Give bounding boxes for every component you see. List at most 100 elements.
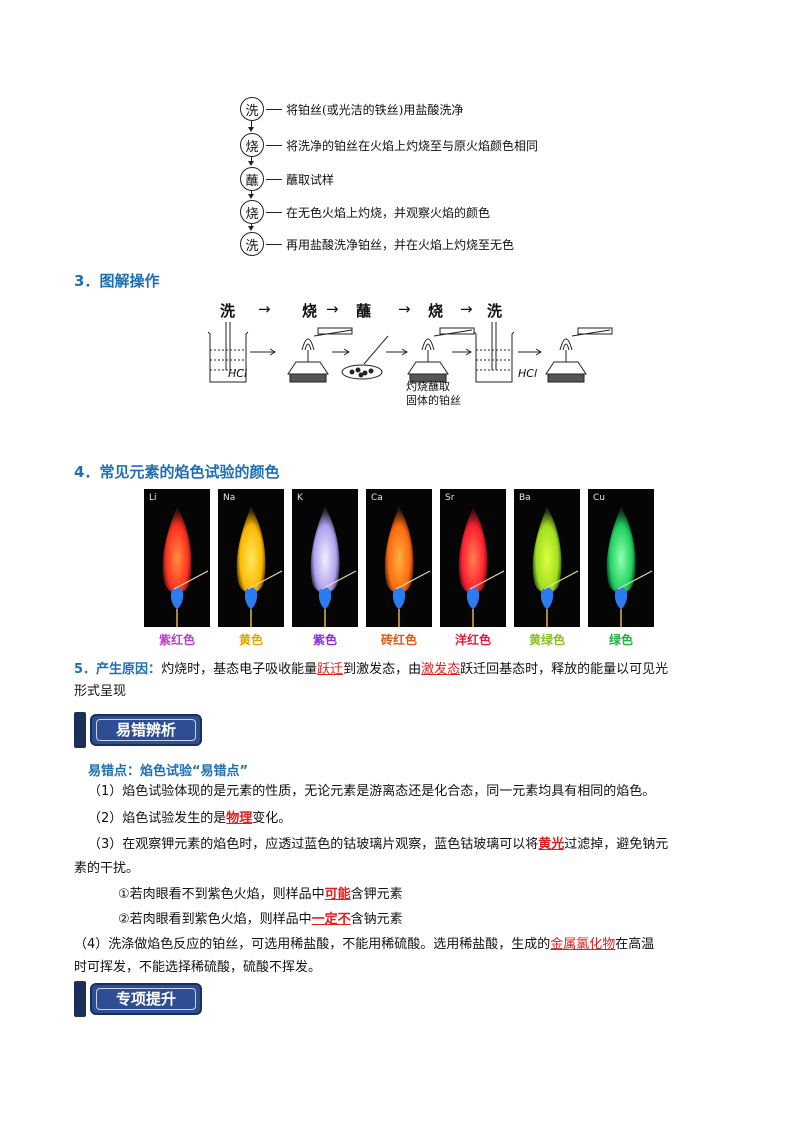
handwritten-note: 灼烧蘸取 固体的铂丝 bbox=[406, 380, 461, 408]
seq-step: 烧 bbox=[428, 302, 444, 320]
element-symbol: Ba bbox=[519, 493, 531, 503]
error-point-3: （3）在观察钾元素的焰色时，应透过蓝色的钴玻璃片观察，蓝色钴玻璃可以将黄光过滤掉… bbox=[88, 834, 738, 856]
text: （4）洗涤做焰色反应的铂丝，可选用稀盐酸，不能用稀硫酸。选用稀盐酸，生成的 bbox=[74, 937, 551, 952]
element-symbol: Na bbox=[223, 493, 236, 503]
flame-panel-cu: Cu bbox=[588, 489, 654, 627]
section-heading-4: 4．常见元素的焰色试验的颜色 bbox=[74, 461, 279, 482]
flame-color-label: 砖红色 bbox=[380, 633, 417, 647]
flame-panel-ba: Ba bbox=[514, 489, 580, 627]
error-points-subtitle: 易错点：焰色试验“易错点” bbox=[88, 764, 249, 779]
step-text: 在无色火焰上灼烧，并观察火焰的颜色 bbox=[286, 205, 491, 220]
flame-color-label: 紫色 bbox=[312, 633, 337, 647]
section-title: 常见元素的焰色试验的颜色 bbox=[99, 463, 280, 481]
down-arrow bbox=[248, 191, 254, 199]
note-line: 固体的铂丝 bbox=[406, 394, 461, 407]
text: 到激发态，由 bbox=[343, 662, 422, 677]
error-point-3-cont: 素的干扰。 bbox=[74, 861, 140, 876]
step-circle: 洗 bbox=[240, 97, 264, 121]
text: （3）在观察钾元素的焰色时，应透过蓝色的钴玻璃片观察，蓝色钴玻璃可以将 bbox=[88, 837, 539, 852]
error-point-3-ii: ②若肉眼看到紫色火焰，则样品中一定不含钠元素 bbox=[118, 909, 718, 931]
highlight: 跃迁 bbox=[317, 662, 344, 677]
flame-panel-na: Na bbox=[218, 489, 284, 627]
text: （2）焰色试验发生的是 bbox=[88, 811, 227, 826]
text: ②若肉眼看到紫色火焰，则样品中 bbox=[118, 912, 312, 927]
error-point-4: （4）洗涤做焰色反应的铂丝，可选用稀盐酸，不能用稀硫酸。选用稀盐酸，生成的金属氯… bbox=[74, 934, 734, 956]
text: 变化。 bbox=[252, 811, 292, 826]
error-point-4-cont: 时可挥发，不能选择稀硫酸，硫酸不挥发。 bbox=[74, 960, 322, 975]
text: ①若肉眼看不到紫色火焰，则样品中 bbox=[118, 887, 325, 902]
burner-icon bbox=[407, 327, 475, 383]
banner-post bbox=[74, 981, 86, 1017]
section-number: 5． bbox=[74, 662, 97, 677]
seq-arrow: → bbox=[326, 300, 339, 318]
error-point-3-i: ①若肉眼看不到紫色火焰，则样品中可能含钾元素 bbox=[118, 884, 718, 906]
seq-step: 洗 bbox=[487, 302, 503, 320]
step-circle: 蘸 bbox=[240, 167, 264, 191]
step-circle: 烧 bbox=[240, 200, 264, 224]
highlight: 黄光 bbox=[538, 837, 565, 852]
flame-image bbox=[458, 507, 505, 627]
section-title: 产生原因： bbox=[96, 662, 162, 677]
step-text: 蘸取试样 bbox=[286, 172, 335, 187]
banner-plate: 专项提升 bbox=[90, 983, 202, 1015]
connector-line bbox=[266, 211, 282, 213]
element-symbol: Sr bbox=[445, 493, 455, 503]
down-arrow bbox=[248, 157, 254, 166]
flow-step: 洗 将铂丝(或光洁的铁丝)用盐酸洗净 bbox=[240, 96, 463, 122]
step-text: 将洗净的铂丝在火焰上灼烧至与原火焰颜色相同 bbox=[286, 138, 539, 153]
text: 过滤掉，避免钠元 bbox=[564, 837, 669, 852]
highlight: 可能 bbox=[324, 887, 351, 902]
element-symbol: Cu bbox=[593, 493, 605, 503]
flow-step: 洗 再用盐酸洗净铂丝，并在火焰上灼烧至无色 bbox=[240, 231, 514, 257]
banner-title: 易错辨析 bbox=[96, 719, 196, 741]
down-arrow bbox=[248, 224, 254, 231]
hcl-label: HCl bbox=[228, 367, 248, 380]
flame-image bbox=[532, 507, 579, 627]
flame-image bbox=[384, 507, 431, 627]
text: 含钠元素 bbox=[350, 912, 403, 927]
seq-arrow: → bbox=[460, 300, 473, 318]
banner-post bbox=[74, 712, 86, 748]
flame-color-label: 紫红色 bbox=[158, 633, 195, 647]
step-text: 再用盐酸洗净铂丝，并在火焰上灼烧至无色 bbox=[286, 237, 515, 252]
flame-image bbox=[162, 507, 209, 627]
flow-step: 蘸 蘸取试样 bbox=[240, 166, 334, 192]
text: 含钾元素 bbox=[350, 887, 403, 902]
error-point-2: （2）焰色试验发生的是物理变化。 bbox=[88, 808, 738, 830]
element-symbol: Li bbox=[149, 493, 157, 503]
seq-step: 洗 bbox=[220, 302, 236, 320]
highlight: 金属氯化物 bbox=[550, 937, 616, 952]
flame-panel-ca: Ca bbox=[366, 489, 432, 627]
text: 灼烧时，基态电子吸收能量 bbox=[161, 662, 318, 677]
section-number: 3． bbox=[74, 272, 100, 290]
highlight: 一定不 bbox=[311, 912, 351, 927]
step-circle: 烧 bbox=[240, 133, 264, 157]
hcl-label: HCl bbox=[518, 367, 538, 380]
highlight: 物理 bbox=[226, 811, 253, 826]
sample-dish-icon bbox=[341, 335, 389, 380]
error-point-1: （1）焰色试验体现的是元素的性质，无论元素是游离态还是化合态，同一元素均具有相同… bbox=[88, 784, 656, 799]
step-text: 将铂丝(或光洁的铁丝)用盐酸洗净 bbox=[286, 102, 464, 117]
flow-step: 烧 在无色火焰上灼烧，并观察火焰的颜色 bbox=[240, 199, 490, 225]
text: 在高温 bbox=[615, 937, 655, 952]
text: 形式呈现 bbox=[74, 684, 127, 699]
flow-step: 烧 将洗净的铂丝在火焰上灼烧至与原火焰颜色相同 bbox=[240, 132, 538, 158]
banner-plate: 易错辨析 bbox=[90, 714, 202, 746]
flame-image bbox=[236, 507, 283, 627]
note-line: 灼烧蘸取 bbox=[406, 380, 450, 393]
text: 跃迁回基态时，释放的能量以可见光 bbox=[460, 662, 669, 677]
burner-icon bbox=[545, 327, 613, 383]
seq-arrow: → bbox=[398, 300, 411, 318]
flame-panel-li: Li bbox=[144, 489, 210, 627]
element-symbol: Ca bbox=[371, 493, 383, 503]
connector-line bbox=[266, 178, 282, 180]
section-number: 4． bbox=[74, 463, 100, 481]
connector-line bbox=[266, 144, 282, 146]
seq-arrow: → bbox=[258, 300, 271, 318]
flame-color-label: 绿色 bbox=[608, 633, 633, 647]
element-symbol: K bbox=[297, 493, 303, 503]
section-heading-3: 3．图解操作 bbox=[74, 270, 159, 291]
flame-color-label: 洋红色 bbox=[454, 633, 491, 647]
seq-step: 蘸 bbox=[356, 302, 372, 320]
flame-image bbox=[310, 507, 357, 627]
